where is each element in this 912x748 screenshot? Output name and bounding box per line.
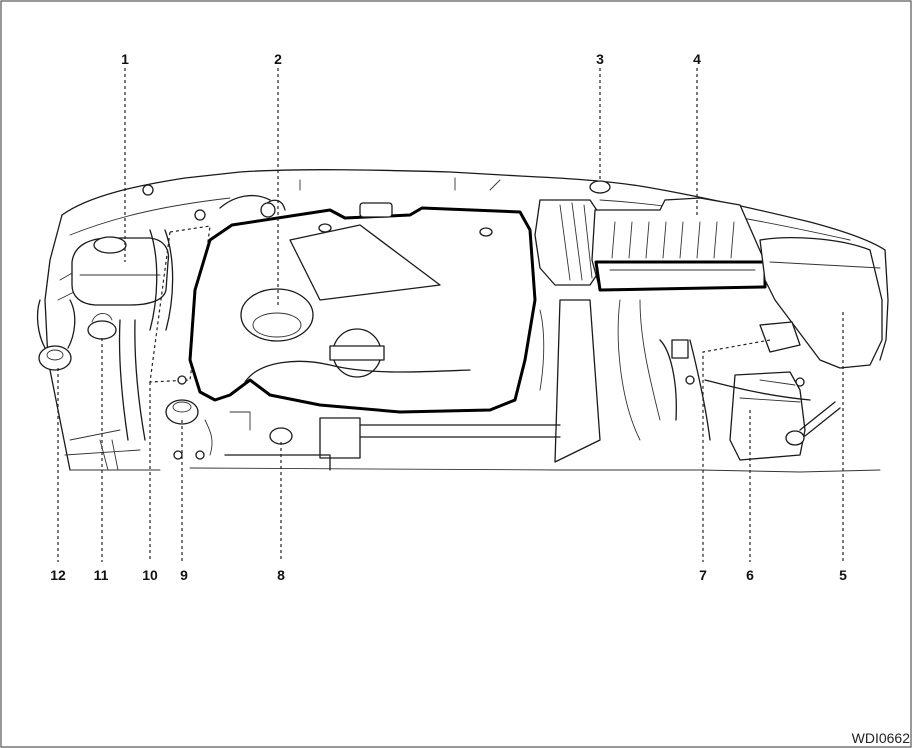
oil-filler-cap xyxy=(240,288,314,342)
callout-10: 10 xyxy=(142,567,158,583)
callout-5: 5 xyxy=(839,567,847,583)
callout-12: 12 xyxy=(50,567,66,583)
callout-9: 9 xyxy=(180,567,188,583)
radiator-cap xyxy=(589,180,611,194)
callout-8: 8 xyxy=(277,567,285,583)
air-intake-duct xyxy=(534,199,606,286)
callout-1: 1 xyxy=(121,51,129,67)
callout-4: 4 xyxy=(693,51,701,67)
callout-7: 7 xyxy=(699,567,707,583)
brake-fluid-reservoir xyxy=(38,345,72,371)
engine-cover xyxy=(188,206,537,414)
fuse-relay-box xyxy=(759,237,883,369)
callout-6: 6 xyxy=(746,567,754,583)
engine-bay-artwork xyxy=(36,169,889,473)
callout-3: 3 xyxy=(596,51,604,67)
callout-2: 2 xyxy=(274,51,282,67)
callout-numbers: 1 2 3 4 5 6 7 8 9 10 11 12 xyxy=(50,51,847,583)
callout-leaders xyxy=(57,68,844,562)
windshield-washer-inlet xyxy=(269,427,293,445)
callout-11: 11 xyxy=(94,567,109,583)
figure-code: WDI0662 xyxy=(851,730,910,746)
engine-oil-dipstick-area xyxy=(149,225,211,383)
washer-fluid-cap xyxy=(87,320,117,340)
battery-terminal xyxy=(759,321,801,353)
leader-7 xyxy=(702,339,771,562)
